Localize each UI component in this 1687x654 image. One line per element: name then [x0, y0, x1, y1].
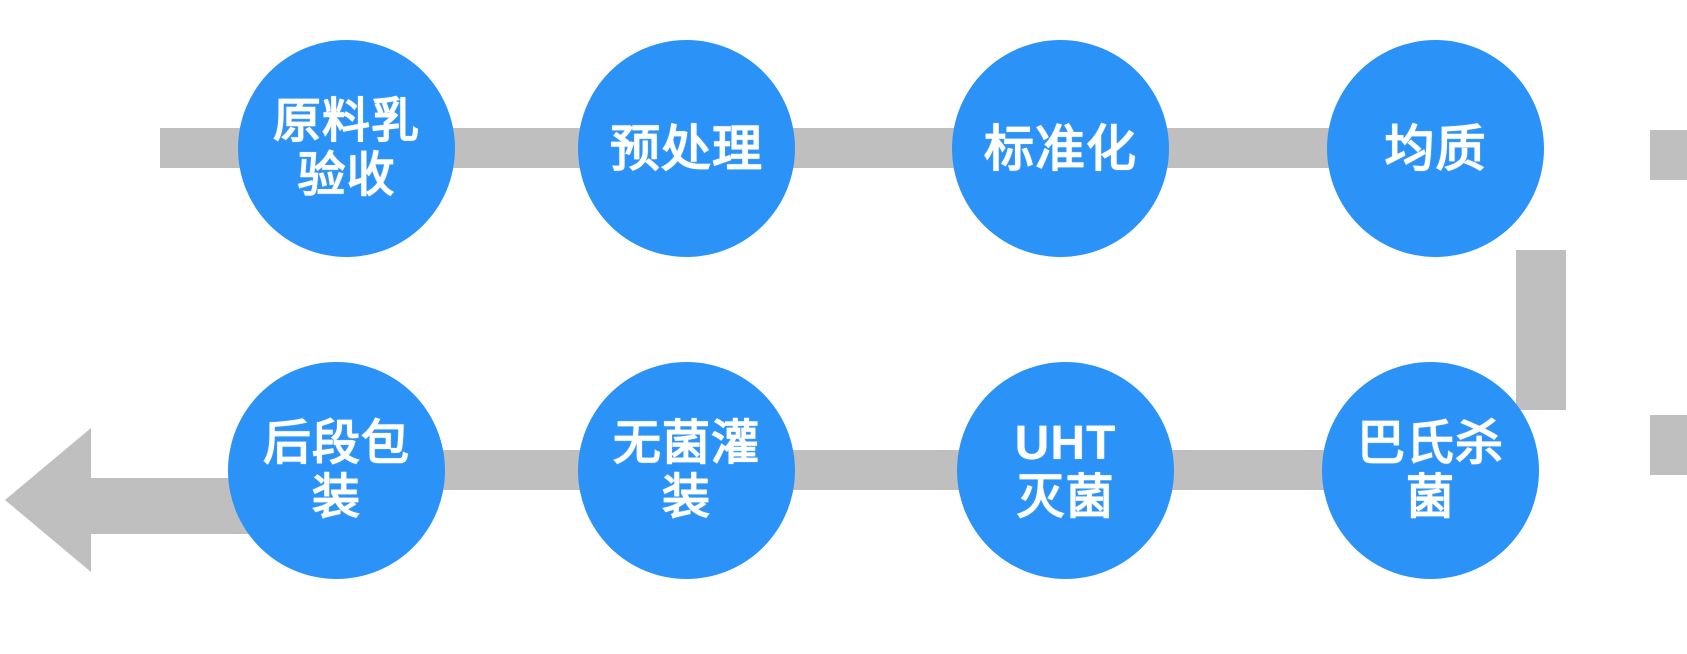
node-uht-sterilization[interactable]: UHT 灭菌 [957, 362, 1174, 579]
node-label-pasteurization: 巴氏杀 菌 [1356, 416, 1504, 524]
node-back-end-packaging[interactable]: 后段包 装 [228, 362, 445, 579]
node-label-aseptic-filling: 无菌灌 装 [612, 416, 760, 524]
node-aseptic-filling[interactable]: 无菌灌 装 [578, 362, 795, 579]
connector-uht-to-aseptic-filling [760, 450, 990, 490]
connector-pasteurization-right-stub [1650, 415, 1687, 475]
node-label-uht-sterilization: UHT 灭菌 [1014, 416, 1117, 524]
arrow-left-icon [5, 428, 91, 572]
connector-homogenization-to-pasteurization [1516, 250, 1566, 410]
connector-pretreatment-to-standardization [760, 128, 990, 168]
node-homogenization[interactable]: 均质 [1327, 40, 1544, 257]
node-label-back-end-packaging: 后段包 装 [262, 416, 410, 524]
node-label-standardization: 标准化 [984, 120, 1137, 177]
node-pasteurization[interactable]: 巴氏杀 菌 [1322, 362, 1539, 579]
connector-homogenization-right-stub [1650, 130, 1687, 180]
node-standardization[interactable]: 标准化 [952, 40, 1169, 257]
node-raw-milk-acceptance[interactable]: 原料乳 验收 [238, 40, 455, 257]
node-label-homogenization: 均质 [1384, 120, 1487, 177]
node-pretreatment[interactable]: 预处理 [578, 40, 795, 257]
node-label-raw-milk-acceptance: 原料乳 验收 [272, 94, 420, 202]
node-label-pretreatment: 预处理 [610, 120, 763, 177]
